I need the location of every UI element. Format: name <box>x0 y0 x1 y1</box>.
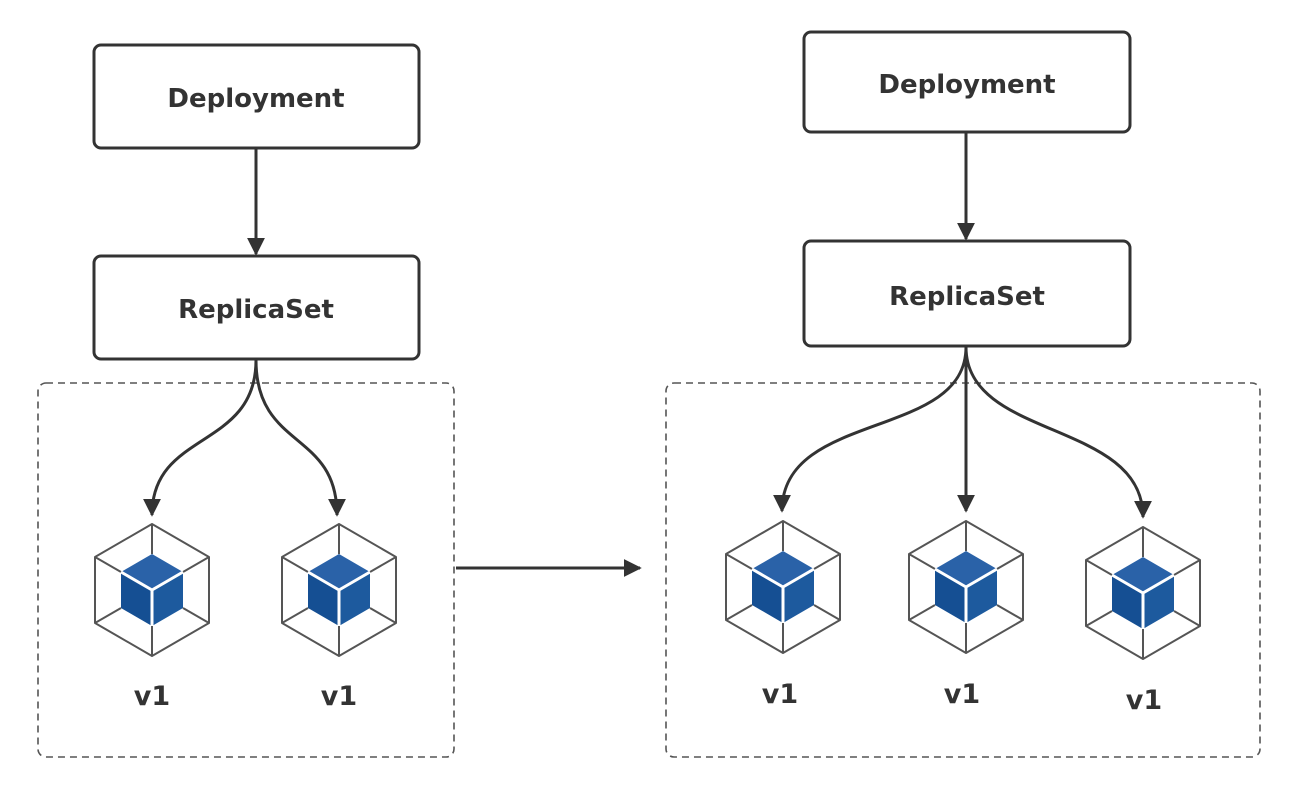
left-pod-2-version: v1 <box>321 681 357 712</box>
right-pod-2-version: v1 <box>944 679 980 710</box>
left-replicaset-label: ReplicaSet <box>178 295 334 325</box>
right-replicaset-to-pod-1-arrow <box>773 346 968 513</box>
left-pod-1-version: v1 <box>134 681 170 712</box>
pod-cube-icon <box>1084 525 1202 661</box>
right-deployment-label: Deployment <box>878 70 1055 100</box>
pod-cube-icon <box>724 519 842 655</box>
left-cluster: Deployment ReplicaSet v1 v1 <box>37 43 455 758</box>
right-cluster: Deployment ReplicaSet v1 v1 v1 <box>665 30 1261 758</box>
left-replicaset-box[interactable]: ReplicaSet <box>92 254 421 361</box>
left-pod-1[interactable]: v1 <box>93 522 211 712</box>
right-pod-group <box>665 382 1261 758</box>
left-deployment-box[interactable]: Deployment <box>92 43 421 150</box>
pod-cube-icon <box>93 522 211 658</box>
left-pod-2[interactable]: v1 <box>280 522 398 712</box>
right-pod-1[interactable]: v1 <box>724 519 842 710</box>
left-replicaset-to-pod-2-arrow <box>254 359 346 517</box>
right-pod-3[interactable]: v1 <box>1084 525 1202 716</box>
left-deployment-label: Deployment <box>167 84 344 114</box>
right-replicaset-box[interactable]: ReplicaSet <box>802 239 1132 348</box>
right-replicaset-label: ReplicaSet <box>889 282 1045 312</box>
left-replicaset-to-pod-1-arrow <box>143 359 258 517</box>
left-pod-group <box>37 382 455 758</box>
right-pod-2[interactable]: v1 <box>907 519 1025 710</box>
pod-cube-icon <box>907 519 1025 655</box>
right-pod-3-version: v1 <box>1126 685 1162 716</box>
right-pod-1-version: v1 <box>762 679 798 710</box>
right-replicaset-to-pod-3-arrow <box>964 346 1152 519</box>
pod-cube-icon <box>280 522 398 658</box>
right-deployment-box[interactable]: Deployment <box>802 30 1132 134</box>
